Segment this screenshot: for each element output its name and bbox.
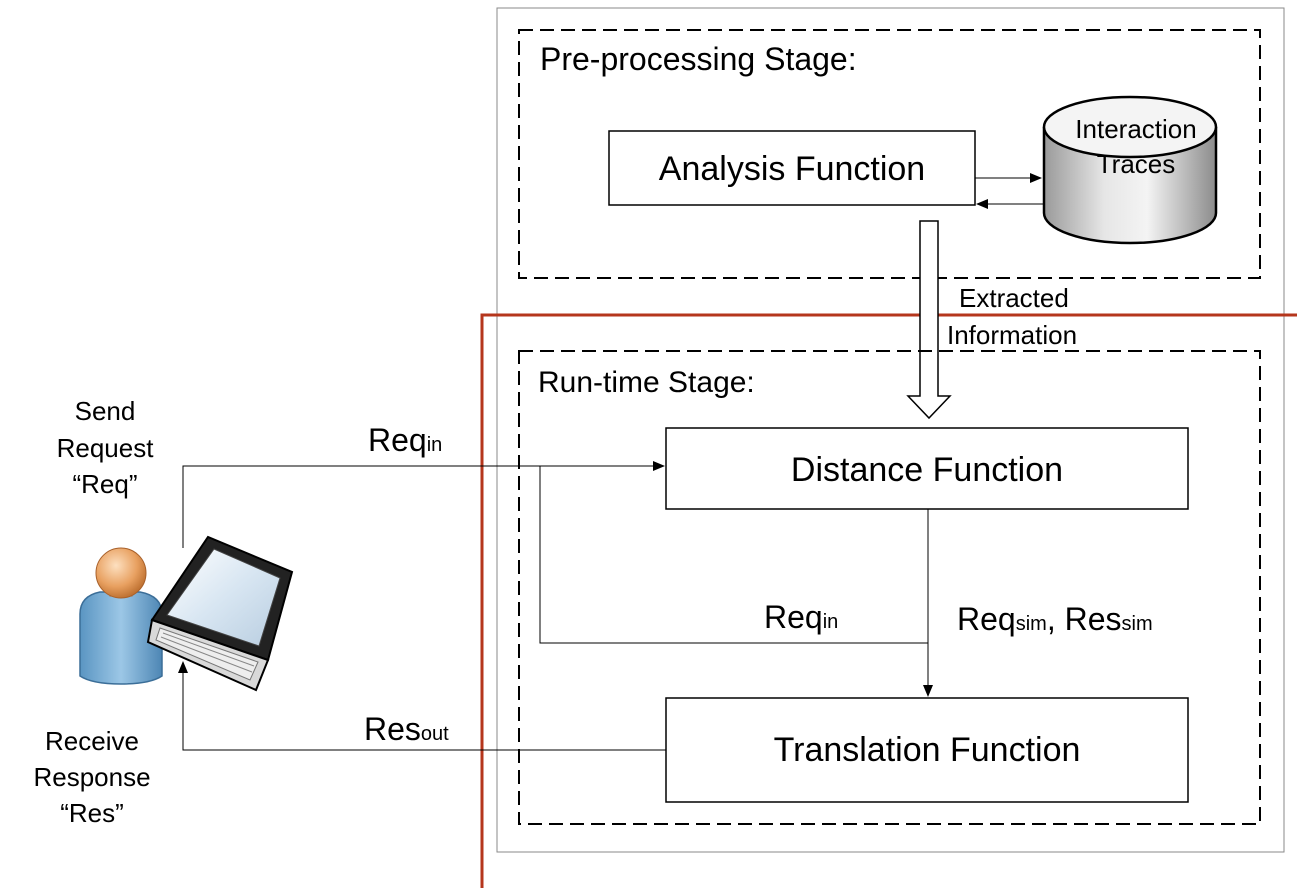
req-in-inner-label: Reqin (764, 599, 838, 635)
interaction-traces-line2: Traces (1097, 149, 1176, 179)
run-time-stage-box (518, 350, 1261, 825)
extracted-information-line1: Extracted (959, 283, 1069, 313)
req-in-branch-line (539, 466, 928, 644)
interaction-traces-line1: Interaction (1075, 114, 1196, 144)
extracted-information-line2: Information (947, 320, 1077, 350)
translation-function-label: Translation Function (774, 731, 1081, 769)
pre-processing-stage-title: Pre-processing Stage: (540, 41, 857, 77)
receive-response-line3: “Res” (60, 798, 124, 828)
user-with-laptop-icon (79, 535, 294, 692)
pre-processing-stage-box (518, 29, 1261, 279)
req-sim-res-sim-label: Reqsim, Ressim (957, 601, 1153, 637)
send-request-line1: Send (75, 396, 136, 426)
distance-function-label: Distance Function (791, 451, 1063, 489)
receive-response-line2: Response (33, 762, 150, 792)
analysis-function-box (608, 130, 976, 206)
send-request-line2: Request (57, 433, 155, 463)
translation-function-box (665, 697, 1189, 803)
highlight-frame (480, 313, 1297, 888)
database-cylinder-icon (1042, 95, 1218, 245)
analysis-function-label: Analysis Function (659, 150, 925, 188)
res-out-label: Resout (364, 711, 449, 747)
request-flow-line (182, 461, 665, 548)
outer-frame (496, 7, 1285, 853)
receive-response-line1: Receive (45, 726, 139, 756)
run-time-stage-title: Run-time Stage: (538, 366, 755, 399)
extracted-information-arrow (906, 220, 952, 420)
response-flow-line (178, 661, 666, 751)
req-in-top-label: Reqin (368, 422, 442, 458)
send-request-line3: “Req” (72, 469, 137, 499)
distance-function-box (665, 427, 1189, 510)
